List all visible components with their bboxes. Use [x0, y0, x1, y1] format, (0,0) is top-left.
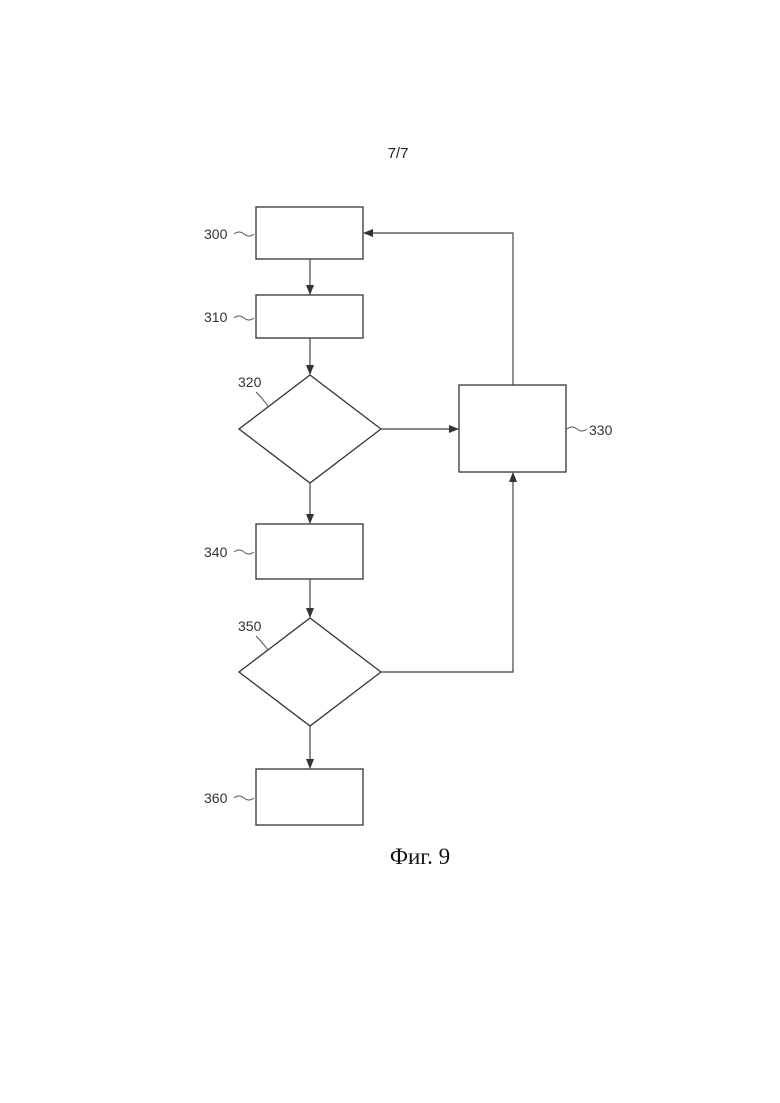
step-340-box	[256, 524, 363, 579]
ref-label-340: 340	[204, 544, 228, 560]
leader-360	[234, 796, 254, 800]
decision-320-diamond	[239, 375, 381, 483]
step-330-box	[459, 385, 566, 472]
edge-330-300	[364, 233, 513, 385]
leader-340	[234, 550, 254, 554]
step-360-box	[256, 769, 363, 825]
ref-label-330: 330	[589, 422, 613, 438]
leader-310	[234, 316, 254, 320]
leader-300	[234, 232, 254, 236]
step-300-box	[256, 207, 363, 259]
step-310-box	[256, 295, 363, 338]
decision-350-diamond	[239, 618, 381, 726]
leader-330	[567, 427, 587, 431]
ref-label-300: 300	[204, 226, 228, 242]
leader-320	[256, 392, 268, 406]
leader-350	[256, 636, 268, 650]
ref-label-360: 360	[204, 790, 228, 806]
edge-350-330	[381, 473, 513, 672]
ref-label-350: 350	[238, 618, 262, 634]
figure-caption: Фиг. 9	[320, 844, 520, 870]
ref-label-310: 310	[204, 309, 228, 325]
ref-label-320: 320	[238, 374, 262, 390]
